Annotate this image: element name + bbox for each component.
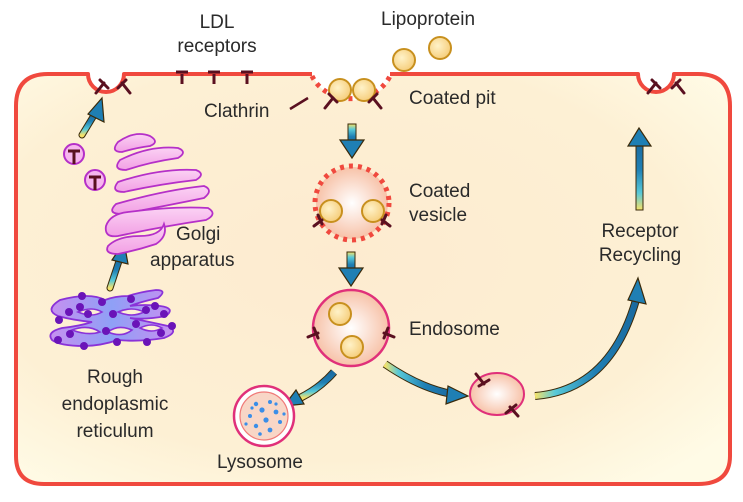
arrow-recycling-to-membrane bbox=[626, 126, 653, 211]
golgi-vesicle bbox=[63, 143, 85, 165]
label-coated: Coated bbox=[409, 181, 471, 202]
coated-pit-lipoprotein bbox=[328, 78, 352, 102]
label-ldl: LDL bbox=[199, 12, 235, 33]
ribosome-dots bbox=[54, 292, 176, 350]
arrow-recycling-curve bbox=[534, 276, 647, 400]
label-apparatus: apparatus bbox=[150, 250, 235, 271]
endosome bbox=[306, 288, 396, 368]
ldl-receptor bbox=[241, 70, 253, 84]
ldl-receptor bbox=[208, 70, 220, 84]
label-receptor: Receptor bbox=[601, 221, 679, 242]
lipoprotein bbox=[392, 48, 416, 72]
label-golgi: Golgi bbox=[176, 224, 221, 245]
golgi-vesicle bbox=[84, 169, 106, 191]
recycling-vesicle bbox=[469, 372, 525, 418]
coated-vesicle bbox=[312, 163, 392, 243]
arrow-pit-to-vesicle bbox=[338, 123, 366, 160]
clathrin-pointer bbox=[289, 96, 309, 111]
label-rough: Rough bbox=[87, 367, 143, 388]
label-reticulum: reticulum bbox=[76, 421, 154, 442]
label-lysosome: Lysosome bbox=[217, 452, 303, 473]
receptor bbox=[646, 78, 686, 95]
arrow-to-membrane bbox=[78, 96, 105, 139]
label-recycling: Recycling bbox=[598, 245, 682, 266]
cell-membrane bbox=[14, 72, 732, 486]
coated-pit-lipoprotein bbox=[352, 78, 376, 102]
label-clathrin: Clathrin bbox=[204, 101, 270, 122]
coated-pit-clathrin bbox=[309, 74, 393, 102]
lysosome-enzymes bbox=[244, 400, 286, 436]
arrow-vesicle-to-endosome bbox=[337, 251, 365, 288]
receptor bbox=[367, 92, 383, 110]
receptor bbox=[94, 78, 132, 95]
label-endosome: Endosome bbox=[409, 319, 500, 340]
arrow-endosome-to-recycling-vesicle bbox=[382, 360, 470, 405]
rough-endoplasmic-reticulum bbox=[49, 289, 176, 350]
label-endoplasmic: endoplasmic bbox=[61, 394, 169, 415]
ldl-receptor bbox=[176, 70, 188, 84]
lysosome bbox=[232, 384, 296, 448]
label-coated-pit: Coated pit bbox=[409, 88, 496, 109]
label-receptors: receptors bbox=[177, 36, 257, 57]
label-lipoprotein: Lipoprotein bbox=[381, 9, 476, 30]
receptor bbox=[323, 92, 339, 110]
golgi-apparatus bbox=[104, 133, 214, 255]
label-vesicle: vesicle bbox=[409, 205, 468, 226]
lipoprotein bbox=[428, 36, 452, 60]
